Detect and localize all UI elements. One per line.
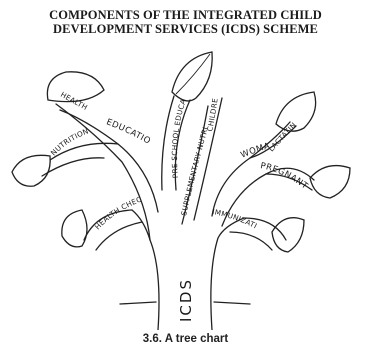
title-line-1: COMPONENTS OF THE INTEGRATED CHILD [0, 8, 371, 23]
label-trunk-icds: ICDS [177, 278, 195, 322]
figure-caption: 3.6. A tree chart [0, 333, 371, 345]
title-line-2: DEVELOPMENT SERVICES (ICDS) SCHEME [0, 22, 371, 37]
leaf [272, 218, 304, 252]
leaf [12, 155, 50, 186]
label-nutrition: NUTRITION [49, 126, 90, 157]
label-woman: WOMAN [0, 40, 271, 161]
leaf [62, 210, 87, 247]
leaf-group [12, 52, 350, 252]
leaf [310, 166, 350, 198]
label-pregnant: PREGNANT [259, 161, 309, 192]
